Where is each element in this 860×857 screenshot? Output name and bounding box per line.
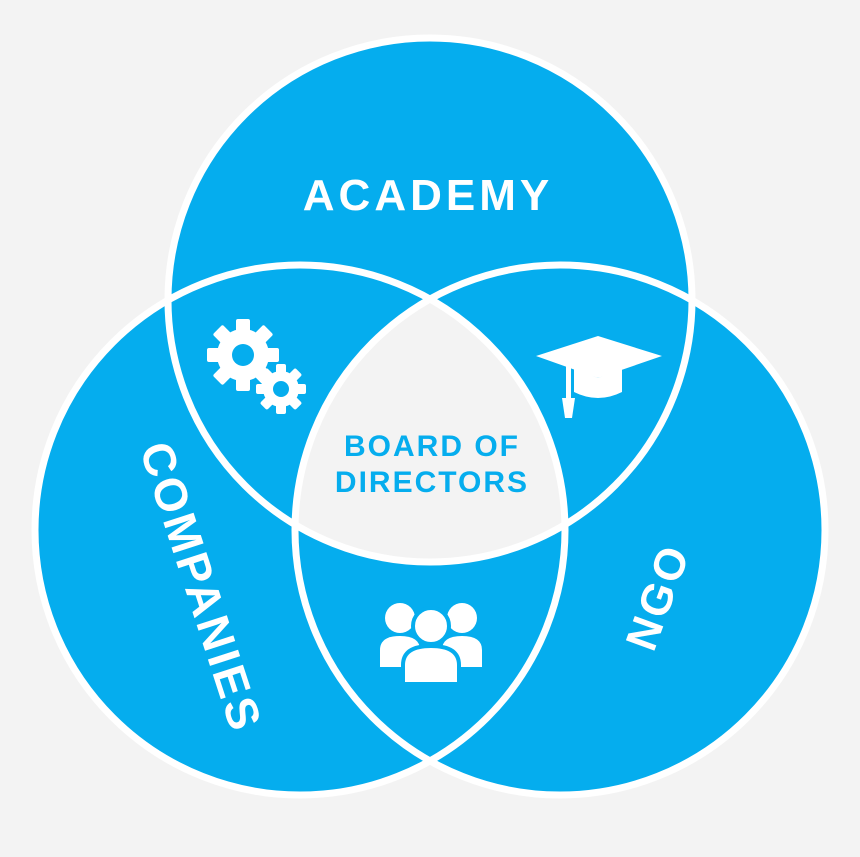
academy-label: ACADEMY	[303, 171, 553, 220]
graduation-cap-icon	[536, 336, 662, 418]
center-label-line1: BOARD OF	[344, 430, 520, 463]
people-group-icon	[380, 603, 482, 686]
center-label-line2: DIRECTORS	[335, 466, 529, 499]
circle-outlines	[31, 34, 829, 799]
gears-icon	[207, 319, 306, 414]
